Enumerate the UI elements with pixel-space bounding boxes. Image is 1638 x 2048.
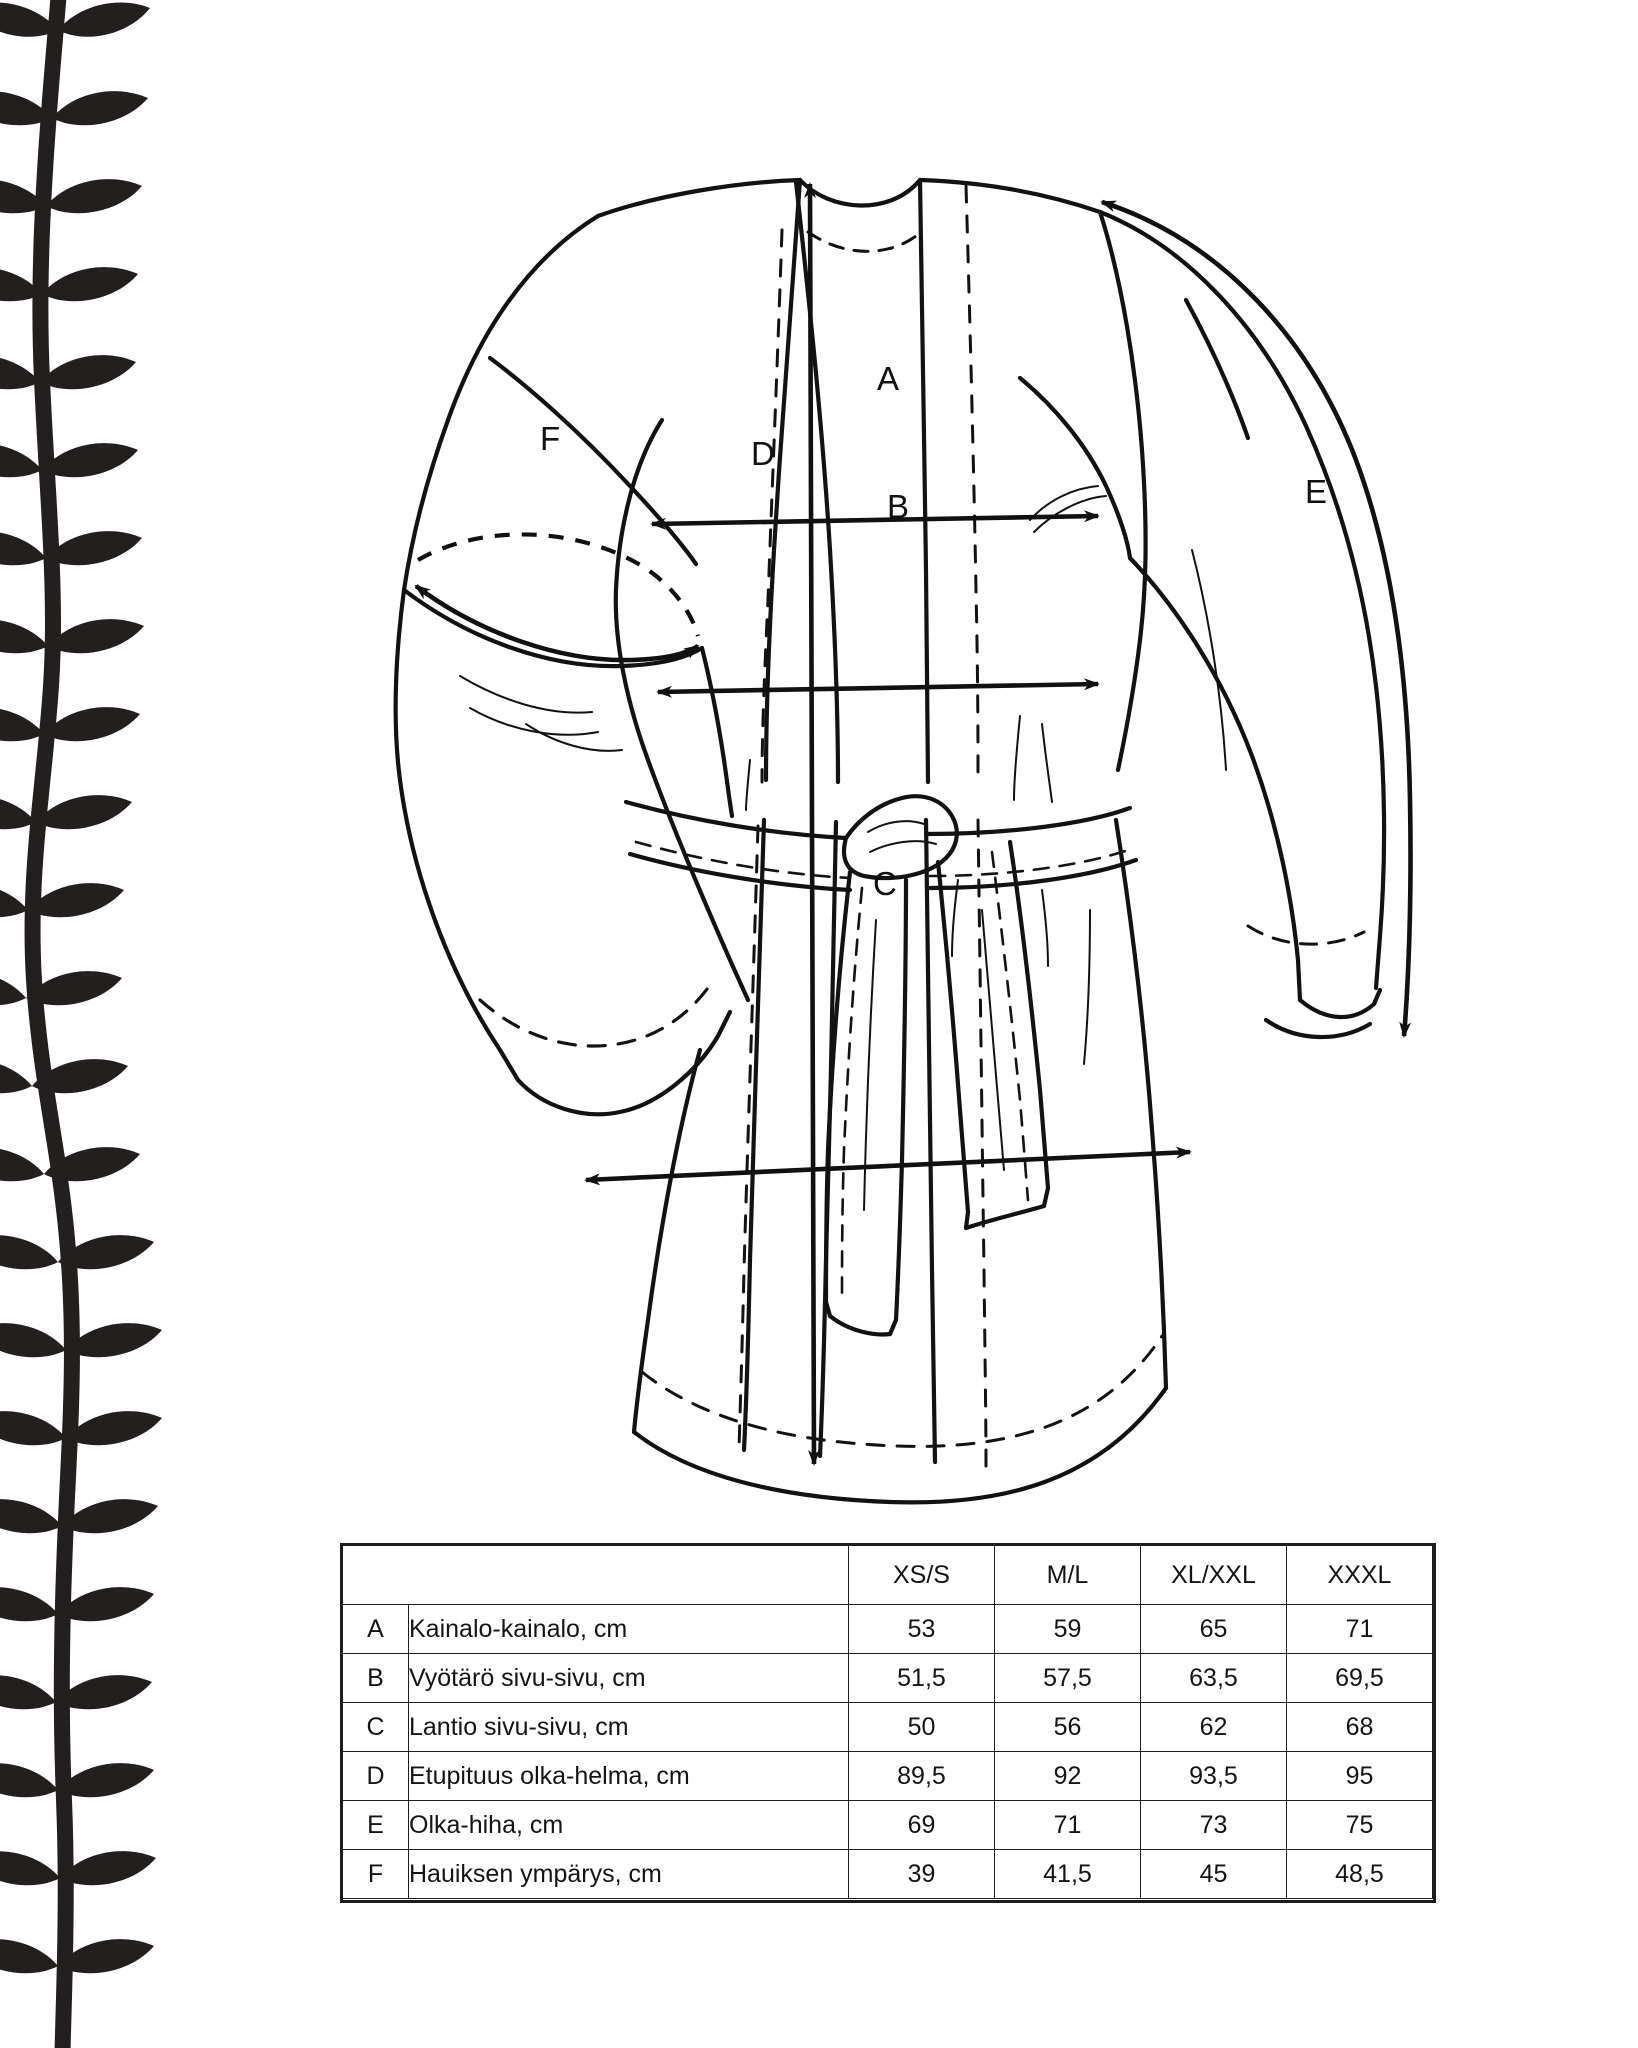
column-header-m-l: M/L (994, 1545, 1141, 1605)
cell-d-m-l: 92 (994, 1751, 1141, 1801)
dimension-arrow-E (1100, 199, 1413, 1038)
row-letter-a: A (342, 1604, 409, 1654)
dimension-arrow-A (650, 510, 1100, 530)
dimension-arrow-D (804, 182, 820, 1466)
cell-a-xxxl: 71 (1286, 1604, 1433, 1654)
cell-e-m-l: 71 (994, 1800, 1141, 1850)
size-chart-table: XS/S M/L XL/XXL XXXL A Kainalo-kainalo, … (342, 1545, 1433, 1899)
cell-f-xs-s: 39 (848, 1849, 995, 1899)
cell-c-xl-xxl: 62 (1140, 1702, 1287, 1752)
dimension-arrow-F-dashed (416, 532, 701, 637)
row-letter-f: F (342, 1849, 409, 1899)
row-measurement-c: Lantio sivu-sivu, cm (408, 1702, 849, 1752)
row-measurement-a: Kainalo-kainalo, cm (408, 1604, 849, 1654)
row-letter-d: D (342, 1751, 409, 1801)
cell-a-m-l: 59 (994, 1604, 1141, 1654)
table-row: E Olka-hiha, cm 69 71 73 75 (342, 1800, 1433, 1850)
table-header-row: XS/S M/L XL/XXL XXXL (342, 1545, 1433, 1605)
cell-b-m-l: 57,5 (994, 1653, 1141, 1703)
row-letter-e: E (342, 1800, 409, 1850)
table-row: B Vyötärö sivu-sivu, cm 51,5 57,5 63,5 6… (342, 1653, 1433, 1703)
cell-e-xxxl: 75 (1286, 1800, 1433, 1850)
cell-f-xl-xxl: 45 (1140, 1849, 1287, 1899)
table-row: C Lantio sivu-sivu, cm 50 56 62 68 (342, 1702, 1433, 1752)
table-row: F Hauiksen ympärys, cm 39 41,5 45 48,5 (342, 1849, 1433, 1899)
cell-f-xxxl: 48,5 (1286, 1849, 1433, 1899)
column-header-xs-s: XS/S (848, 1545, 995, 1605)
cell-d-xxxl: 95 (1286, 1751, 1433, 1801)
size-chart-container: XS/S M/L XL/XXL XXXL A Kainalo-kainalo, … (340, 1543, 1436, 1903)
leaf-vine-border (0, 0, 162, 2048)
cell-c-m-l: 56 (994, 1702, 1141, 1752)
table-corner-cell (342, 1545, 849, 1605)
dimension-label-A: A (877, 360, 900, 397)
row-measurement-f: Hauiksen ympärys, cm (408, 1849, 849, 1899)
bathrobe-technical-drawing (393, 177, 1413, 1505)
table-row: A Kainalo-kainalo, cm 53 59 65 71 (342, 1604, 1433, 1654)
dimension-label-F: F (540, 420, 561, 457)
dimension-label-B: B (887, 488, 910, 525)
table-row: D Etupituus olka-helma, cm 89,5 92 93,5 … (342, 1751, 1433, 1801)
cell-d-xl-xxl: 93,5 (1140, 1751, 1287, 1801)
row-letter-b: B (342, 1653, 409, 1703)
cell-d-xs-s: 89,5 (848, 1751, 995, 1801)
dimension-label-C: C (873, 865, 898, 902)
row-measurement-d: Etupituus olka-helma, cm (408, 1751, 849, 1801)
row-measurement-e: Olka-hiha, cm (408, 1800, 849, 1850)
dimension-arrow-B (656, 678, 1100, 698)
row-measurement-b: Vyötärö sivu-sivu, cm (408, 1653, 849, 1703)
dimension-arrow-C (584, 1146, 1192, 1186)
column-header-xl-xxl: XL/XXL (1140, 1545, 1287, 1605)
cell-f-m-l: 41,5 (994, 1849, 1141, 1899)
cell-c-xs-s: 50 (848, 1702, 995, 1752)
cell-e-xs-s: 69 (848, 1800, 995, 1850)
cell-b-xl-xxl: 63,5 (1140, 1653, 1287, 1703)
cell-e-xl-xxl: 73 (1140, 1800, 1287, 1850)
dimension-arrow-F-solid (414, 584, 700, 663)
dimension-label-D: D (751, 435, 776, 472)
cell-b-xs-s: 51,5 (848, 1653, 995, 1703)
cell-b-xxxl: 69,5 (1286, 1653, 1433, 1703)
cell-a-xl-xxl: 65 (1140, 1604, 1287, 1654)
cell-a-xs-s: 53 (848, 1604, 995, 1654)
cell-c-xxxl: 68 (1286, 1702, 1433, 1752)
column-header-xxxl: XXXL (1286, 1545, 1433, 1605)
dimension-label-E: E (1305, 473, 1328, 510)
row-letter-c: C (342, 1702, 409, 1752)
